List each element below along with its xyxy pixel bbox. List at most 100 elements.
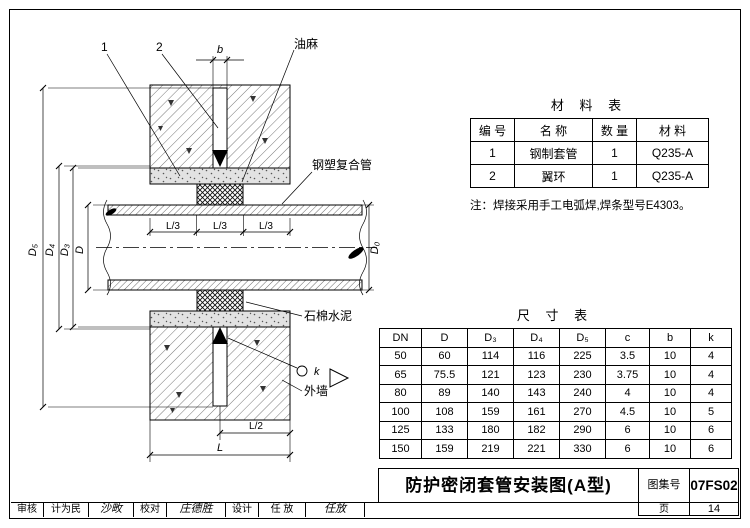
label-asbestos: 石棉水泥 [304,309,352,323]
direction-arrow-icon [329,368,350,388]
column-header: D₃ [467,328,514,348]
table-cell: 150 [379,439,422,459]
reviewer-signature: 沙畋 [89,503,134,517]
leader-pipe [281,171,313,205]
column-header: D₄ [513,328,560,348]
table-cell: 116 [513,346,560,366]
table-cell: 161 [513,402,560,422]
page-number: 14 [689,502,739,516]
sheet-border-frame [9,9,741,519]
part-number-1: 1 [101,40,108,54]
table-cell: 3.5 [605,346,650,366]
table-cell: 4.5 [605,402,650,422]
table-cell: 225 [559,346,606,366]
table-cell: 4 [690,346,732,366]
materials-table-title: 材 料 表 [550,98,628,113]
table-cell: 钢制套管 [514,141,593,165]
table-cell: 4 [605,383,650,403]
table-cell: 159 [467,402,514,422]
table-cell: 290 [559,420,606,440]
weld-mark-bottom [212,327,228,344]
column-header: D₅ [559,328,606,348]
table-cell: 6 [690,439,732,459]
column-header: 编 号 [470,118,515,142]
packing-bottom [196,289,244,312]
table-cell: 1 [592,164,637,188]
dim-label-d0: D₀ [369,241,381,254]
weld-mark-top [212,150,228,167]
leader-part1 [106,53,181,177]
column-header: 材 料 [636,118,709,142]
table-cell: 65 [379,365,422,385]
table-cell: 3.75 [605,365,650,385]
dim-label-b: b [217,44,223,56]
table-cell: 10 [649,346,691,366]
table-cell: 330 [559,439,606,459]
leader-part2 [161,53,219,129]
table-cell: 180 [467,420,514,440]
leader-oakum [241,49,295,183]
table-cell: Q235-A [636,141,709,165]
pipe-wall-top [107,204,363,216]
sheet-title: 防护密闭套管安装图(A型) [378,468,639,503]
table-cell: 230 [559,365,606,385]
title-block: 防护密闭套管安装图(A型) 图集号 07FS02 页 14 审核 计为民 沙畋 … [11,468,739,517]
table-cell: 6 [605,439,650,459]
dim-label-l3-1: L/3 [166,221,180,232]
table-cell: 140 [467,383,514,403]
table-cell: 1 [592,141,637,165]
dim-label-d3: D₃ [59,243,71,256]
dim-label-l3-2: L/3 [213,221,227,232]
extension-lines [48,56,374,462]
size-table-title: 尺 寸 表 [516,308,594,323]
table-cell: 159 [421,439,468,459]
table-cell: 108 [421,402,468,422]
dim-label-l3-3: L/3 [259,221,273,232]
designer-signature: 任放 [306,503,365,517]
column-header: 数 量 [592,118,637,142]
dim-label-d5: D₅ [27,243,39,256]
table-cell: 240 [559,383,606,403]
table-cell: 6 [690,420,732,440]
break-blob-left [105,208,117,216]
dimension-lines [42,59,370,456]
table-cell: 4 [690,365,732,385]
table-cell: 6 [605,420,650,440]
table-cell: 221 [513,439,560,459]
steel-casing-top [149,167,291,185]
table-cell: 翼环 [514,164,593,188]
reviewer-label: 审核 [11,503,44,517]
dim-label-l: L [217,442,223,454]
table-cell: 100 [379,402,422,422]
leader-weld-k [227,337,298,369]
column-header: 名 称 [514,118,593,142]
table-cell: 4 [690,383,732,403]
page-label: 页 [638,502,690,516]
dimension-ticks [39,56,373,459]
table-cell: 182 [513,420,560,440]
label-pipe: 钢塑复合管 [312,157,372,172]
weld-size-circle [296,365,308,377]
designer-label: 设计 [226,503,259,517]
reviewer-name: 计为民 [44,503,89,517]
column-header: k [690,328,732,348]
table-cell: 10 [649,420,691,440]
table-cell: 75.5 [421,365,468,385]
table-cell: 143 [513,383,560,403]
table-cell: 219 [467,439,514,459]
signature-strip: 审核 计为民 沙畋 校对 庄德胜 设计 任 放 任放 [11,502,639,517]
atlas-number-label: 图集号 [638,468,690,503]
welding-note: 注：焊接采用手工电弧焊,焊条型号E4303。 [470,200,691,212]
table-cell: 80 [379,383,422,403]
